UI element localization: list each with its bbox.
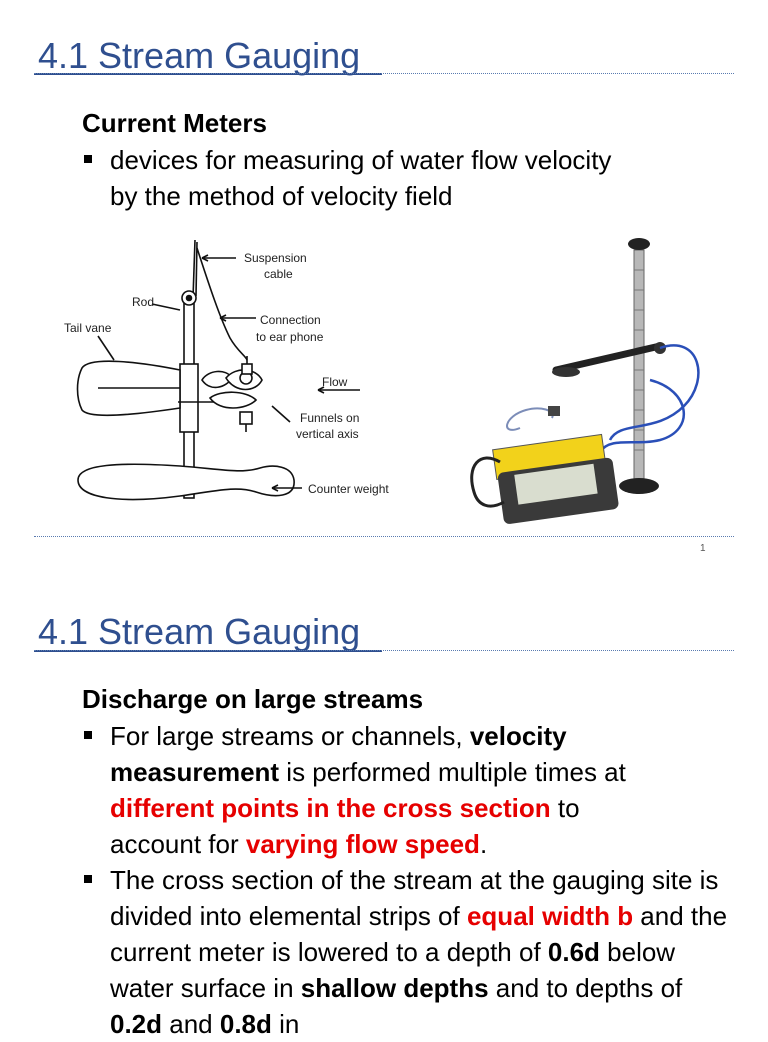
emphasis-bold: shallow depths: [300, 973, 489, 1003]
text: The cross section of the stream at the g…: [110, 865, 719, 931]
label-connection-1: Connection: [260, 313, 321, 327]
slide-divider: [34, 536, 734, 537]
bullet-text: devices for measuring of water flow velo…: [110, 145, 612, 211]
bullet-cross-section: The cross section of the stream at the g…: [84, 862, 730, 1042]
slide-2-title: 4.1 Stream Gauging: [38, 611, 361, 652]
label-tail-vane: Tail vane: [64, 321, 112, 335]
label-funnels-2: vertical axis: [296, 427, 359, 441]
label-connection-2: to ear phone: [256, 330, 324, 344]
slide-1-title: 4.1 Stream Gauging: [38, 35, 361, 76]
slide-1-title-rule: [34, 73, 734, 74]
discharge-heading: Discharge on large streams: [82, 684, 424, 714]
emphasis-bold: 0.8d: [219, 1009, 272, 1039]
text: to account for: [110, 793, 580, 859]
emphasis-bold: 0.6d: [547, 937, 600, 967]
slide-2-title-rule: [34, 650, 734, 651]
page-number: 1: [700, 543, 706, 554]
label-rod: Rod: [132, 295, 154, 309]
label-flow: Flow: [322, 375, 348, 389]
current-meter-diagram: Suspension cable Rod Tail vane Connectio…: [64, 239, 389, 501]
flow-meter-photo: [470, 238, 700, 524]
bullet-marker: [84, 731, 92, 739]
current-meters-bullet: devices for measuring of water flow velo…: [84, 142, 630, 214]
emphasis-bold: velocity measurement: [110, 721, 567, 787]
label-suspension-2: cable: [264, 267, 293, 281]
label-suspension-1: Suspension: [244, 251, 307, 265]
slide-2-title-underline: [34, 650, 382, 652]
bullet-velocity-measurement: For large streams or channels, velocity …: [84, 718, 670, 862]
slide-1-title-underline: [34, 73, 382, 75]
text: and to depths of: [488, 973, 683, 1003]
text: For large streams or channels,: [110, 721, 470, 751]
text: below water surface in: [110, 937, 676, 1003]
bullet-marker: [84, 875, 92, 883]
emphasis-red: different points in the cross section: [110, 793, 551, 823]
text: and the current meter is lowered to a de…: [110, 901, 728, 967]
text: and: [162, 1009, 220, 1039]
emphasis-bold: 0.2d: [110, 1009, 163, 1039]
emphasis-red: equal width b: [466, 901, 634, 931]
emphasis-red: varying flow speed: [245, 829, 480, 859]
text: in: [271, 1009, 300, 1039]
bullet-marker: [84, 155, 92, 163]
label-counter-weight: Counter weight: [308, 482, 389, 496]
text: is performed multiple times at: [279, 757, 626, 787]
text: .: [479, 829, 488, 859]
label-funnels-1: Funnels on: [300, 411, 359, 425]
current-meters-heading: Current Meters: [82, 108, 267, 138]
